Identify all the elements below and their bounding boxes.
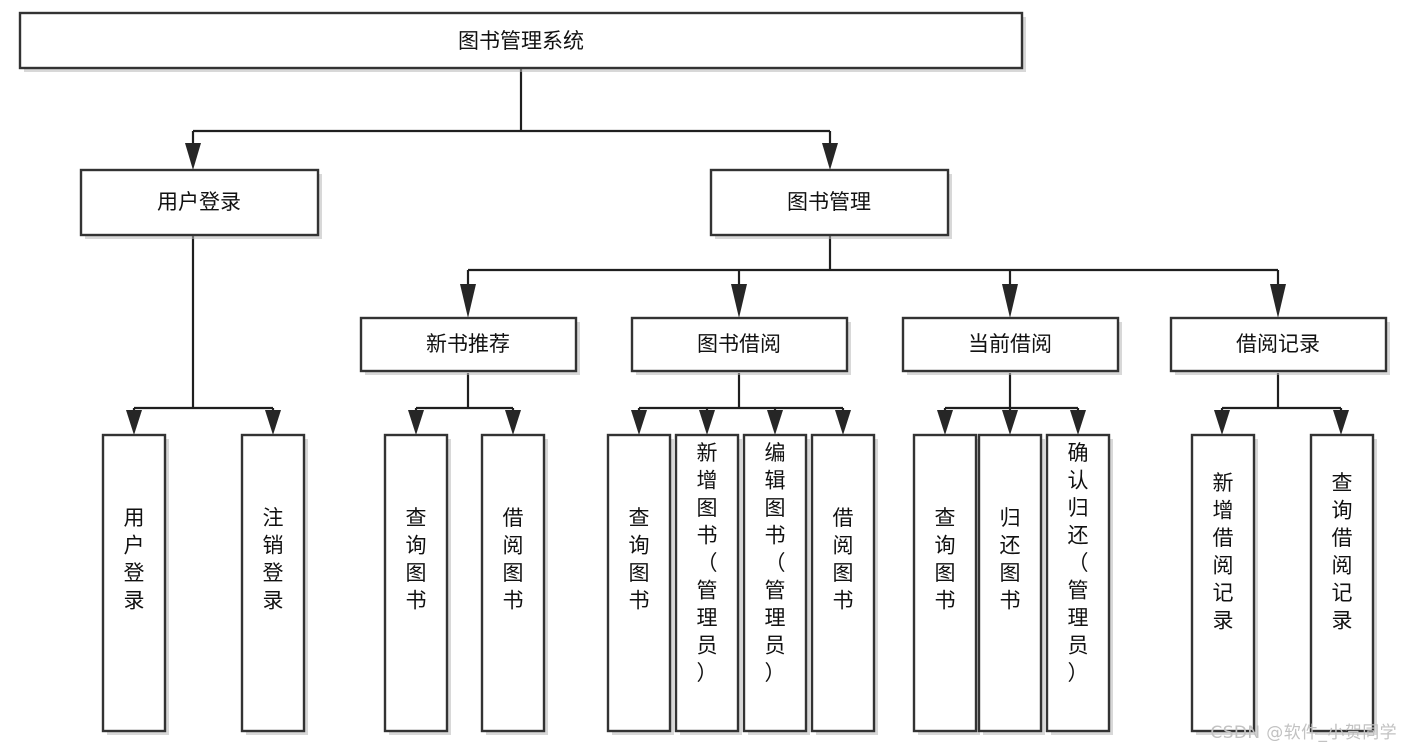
leaf-current-borrow-2-label: 归还图书 <box>1000 506 1021 613</box>
root-box <box>18 11 1024 70</box>
arrow-book-borrow-leaf-3 <box>767 410 783 435</box>
leaf-user-login-2-label: 注销登录 <box>263 506 284 613</box>
arrow-root-to-book-manage <box>822 143 838 170</box>
leaf-user-login-2-box <box>240 433 306 733</box>
leaf-book-borrow-4-box <box>810 433 876 733</box>
csdn-watermark: CSDN @软件_小贺同学 <box>1210 723 1397 743</box>
arrow-user-login-leaf-1 <box>126 410 142 435</box>
user-login-box <box>79 168 320 237</box>
arrow-book-borrow-leaf-2 <box>699 410 715 435</box>
arrow-borrow-record-leaf-1 <box>1214 410 1230 435</box>
leaf-book-borrow-4-label: 借阅图书 <box>833 506 854 613</box>
node-leaf-book-borrow-3[interactable]: 编辑图书（管理员） <box>742 433 810 735</box>
leaf-current-borrow-3-label: 确认归还（管理员） <box>1068 441 1089 685</box>
current-borrow-box <box>901 316 1120 373</box>
node-leaf-new-book-1[interactable]: 查询图书 <box>383 433 451 735</box>
book-borrow-box <box>630 316 849 373</box>
arrow-to-current-borrow <box>1002 284 1018 318</box>
arrow-current-borrow-leaf-2 <box>1002 410 1018 435</box>
leaf-current-borrow-3-box <box>1045 433 1111 733</box>
user-login-label: 用户登录 <box>157 190 241 214</box>
leaf-new-book-1-label: 查询图书 <box>406 506 427 613</box>
node-leaf-current-borrow-2[interactable]: 归还图书 <box>977 433 1045 735</box>
node-leaf-new-book-2[interactable]: 借阅图书 <box>480 433 548 735</box>
node-leaf-book-borrow-1[interactable]: 查询图书 <box>606 433 674 735</box>
node-book-borrow[interactable]: 图书借阅 <box>630 316 851 375</box>
book-manage-box <box>709 168 950 237</box>
node-book-manage[interactable]: 图书管理 <box>709 168 952 239</box>
leaf-borrow-record-1-box <box>1190 433 1256 733</box>
leaf-user-login-1-label: 用户登录 <box>124 506 145 613</box>
leaf-book-borrow-3-label: 编辑图书（管理员） <box>765 441 786 685</box>
arrow-root-to-user-login <box>185 143 201 170</box>
node-leaf-user-login-1[interactable]: 用户登录 <box>101 433 169 735</box>
leaf-current-borrow-1-box <box>912 433 978 733</box>
leaf-borrow-record-2-box <box>1309 433 1375 733</box>
leaf-user-login-1-box <box>101 433 167 733</box>
node-leaf-book-borrow-4[interactable]: 借阅图书 <box>810 433 878 735</box>
leaf-borrow-record-1-label: 新增借阅记录 <box>1213 471 1234 633</box>
leaf-new-book-1-box <box>383 433 449 733</box>
leaf-book-borrow-2-box <box>674 433 740 733</box>
leaf-new-book-2-box <box>480 433 546 733</box>
node-leaf-user-login-2[interactable]: 注销登录 <box>240 433 308 735</box>
book-manage-label: 图书管理 <box>787 190 871 214</box>
borrow-record-label: 借阅记录 <box>1236 332 1320 356</box>
leaf-new-book-2-label: 借阅图书 <box>503 506 524 613</box>
leaf-current-borrow-2-box <box>977 433 1043 733</box>
borrow-record-box <box>1169 316 1388 373</box>
current-borrow-label: 当前借阅 <box>968 332 1052 356</box>
arrow-current-borrow-leaf-3 <box>1070 410 1086 435</box>
arrow-to-book-borrow <box>731 284 747 318</box>
leaf-book-borrow-3-box <box>742 433 808 733</box>
arrow-book-borrow-leaf-4 <box>835 410 851 435</box>
arrow-new-book-leaf-1 <box>408 410 424 435</box>
new-book-recommend-label: 新书推荐 <box>426 332 510 356</box>
arrow-to-new-book-recommend <box>460 284 476 318</box>
node-new-book-recommend[interactable]: 新书推荐 <box>359 316 580 375</box>
arrow-borrow-record-leaf-2 <box>1333 410 1349 435</box>
arrow-new-book-leaf-2 <box>505 410 521 435</box>
node-leaf-current-borrow-3[interactable]: 确认归还（管理员） <box>1045 433 1113 735</box>
arrow-user-login-leaf-2 <box>265 410 281 435</box>
root-label: 图书管理系统 <box>458 29 584 53</box>
leaf-book-borrow-2-label: 新增图书（管理员） <box>697 441 718 685</box>
node-leaf-current-borrow-1[interactable]: 查询图书 <box>912 433 980 735</box>
node-borrow-record[interactable]: 借阅记录 <box>1169 316 1390 375</box>
leaf-book-borrow-1-box <box>606 433 672 733</box>
arrow-book-borrow-leaf-1 <box>631 410 647 435</box>
arrow-to-borrow-record <box>1270 284 1286 318</box>
book-borrow-label: 图书借阅 <box>697 332 781 356</box>
node-user-login[interactable]: 用户登录 <box>79 168 322 239</box>
node-leaf-book-borrow-2[interactable]: 新增图书（管理员） <box>674 433 742 735</box>
node-root[interactable]: 图书管理系统 <box>18 11 1026 72</box>
leaf-book-borrow-1-label: 查询图书 <box>629 506 650 613</box>
connector-layer <box>126 68 1349 435</box>
leaf-borrow-record-2-label: 查询借阅记录 <box>1332 471 1353 633</box>
new-book-recommend-box <box>359 316 578 373</box>
node-current-borrow[interactable]: 当前借阅 <box>901 316 1122 375</box>
leaf-current-borrow-1-label: 查询图书 <box>935 506 956 613</box>
arrow-current-borrow-leaf-1 <box>937 410 953 435</box>
node-leaf-borrow-record-2[interactable]: 查询借阅记录 <box>1309 433 1377 735</box>
node-leaf-borrow-record-1[interactable]: 新增借阅记录 <box>1190 433 1258 735</box>
